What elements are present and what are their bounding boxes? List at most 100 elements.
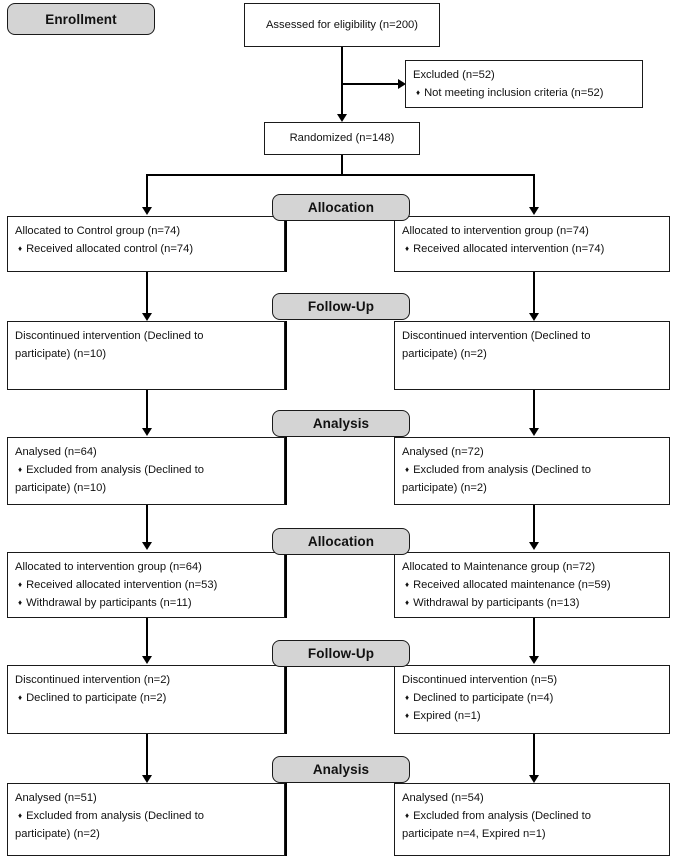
stage-label-allocation-2: Allocation [307,534,375,549]
arrow-assessed-to-randomized [337,114,347,122]
box-followup-2-left: Discontinued intervention (n=2) Declined… [7,665,285,734]
allocation-2-right-title: Allocated to Maintenance group (n=72) [402,561,596,573]
connector-split-right-down [533,174,535,208]
analysis-2-right-item1-line2: participate n=4, Expired n=1) [402,828,546,841]
connector-assessed-to-randomized [341,47,343,115]
box-followup-2-right: Discontinued intervention (n=5) Declined… [394,665,670,734]
stage-label-enrollment: Enrollment [45,11,117,27]
arrow-split-right [529,207,539,215]
allocation-2-left-item1: Received allocated intervention (n=53) [15,576,277,594]
box-excluded: Excluded (n=52) Not meeting inclusion cr… [405,60,643,108]
connector-randomized-down [341,155,343,175]
stage-badge-analysis-2: Analysis [272,756,410,783]
box-assessed-for-eligibility: Assessed for eligibility (n=200) [244,3,440,47]
allocation-1-left-item1: Received allocated control (n=74) [15,240,277,258]
stage-badge-allocation-1: Allocation [272,194,410,221]
arrow-alloc2-right-to-fu2 [529,656,539,664]
box-followup-1-right: Discontinued intervention (Declined to p… [394,321,670,390]
box-allocation-2-left: Allocated to intervention group (n=64) R… [7,552,285,618]
connector-alloc2-left-to-fu2 [146,618,148,656]
followup-2-right-item1: Declined to participate (n=4) [402,689,662,707]
analysis-2-left-item1-line1: Excluded from analysis (Declined to [15,807,277,825]
allocation-2-left-title: Allocated to intervention group (n=64) [15,561,202,573]
box-allocation-2-right: Allocated to Maintenance group (n=72) Re… [394,552,670,618]
arrow-split-left [142,207,152,215]
allocation-1-left-title: Allocated to Control group (n=74) [15,225,181,237]
box-analysis-1-left: Analysed (n=64) Excluded from analysis (… [7,437,285,505]
followup-2-right-item2: Expired (n=1) [402,707,662,725]
spine-analysis-2-left [285,783,287,856]
analysis-2-right-title: Analysed (n=54) [402,792,484,804]
box-analysis-2-right: Analysed (n=54) Excluded from analysis (… [394,783,670,856]
allocation-2-left-item2: Withdrawal by participants (n=11) [15,594,277,612]
analysis-1-right-item1-line1: Excluded from analysis (Declined to [402,461,662,479]
arrow-fu2-left-to-an2 [142,775,152,783]
arrow-alloc2-left-to-fu2 [142,656,152,664]
analysis-2-right-item1-line1: Excluded from analysis (Declined to [402,807,662,825]
arrow-an1-right-to-alloc2 [529,542,539,550]
spine-followup-1-left [285,321,287,390]
followup-1-left-line2: participate) (n=10) [15,348,107,361]
stage-label-followup-1: Follow-Up [307,299,375,314]
connector-fu1-right-to-an1 [533,390,535,428]
followup-1-left-line1: Discontinued intervention (Declined to [15,330,204,342]
allocation-1-right-item1: Received allocated intervention (n=74) [402,240,662,258]
analysis-1-left-item1-line1: Excluded from analysis (Declined to [15,461,277,479]
arrow-fu1-left-to-an1 [142,428,152,436]
stage-badge-followup-2: Follow-Up [272,640,410,667]
connector-assessed-to-excluded [342,83,400,85]
connector-fu2-left-to-an2 [146,734,148,776]
stage-badge-analysis-1: Analysis [272,410,410,437]
connector-alloc1-right-to-fu1 [533,272,535,314]
box-analysis-2-left: Analysed (n=51) Excluded from analysis (… [7,783,285,856]
analysis-2-left-title: Analysed (n=51) [15,792,97,804]
followup-2-left-item1: Declined to participate (n=2) [15,689,277,707]
allocation-2-right-item1: Received allocated maintenance (n=59) [402,576,662,594]
spine-analysis-1-left [285,437,287,505]
box-analysis-1-right: Analysed (n=72) Excluded from analysis (… [394,437,670,505]
connector-split-left-down [146,174,148,208]
arrow-alloc1-left-to-fu1 [142,313,152,321]
allocation-2-right-item2: Withdrawal by participants (n=13) [402,594,662,612]
box-followup-1-left: Discontinued intervention (Declined to p… [7,321,285,390]
analysis-1-left-item1-line2: participate) (n=10) [15,482,107,495]
arrow-fu2-right-to-an2 [529,775,539,783]
analysis-1-right-title: Analysed (n=72) [402,446,484,458]
followup-2-right-title: Discontinued intervention (n=5) [402,674,558,686]
spine-followup-2-left [285,667,287,734]
spine-allocation-2-left [285,555,287,618]
stage-label-analysis-2: Analysis [312,762,370,777]
arrow-fu1-right-to-an1 [529,428,539,436]
stage-label-analysis-1: Analysis [312,416,370,431]
box-allocation-1-left: Allocated to Control group (n=74) Receiv… [7,216,285,272]
followup-2-left-title: Discontinued intervention (n=2) [15,674,171,686]
connector-an1-left-to-alloc2 [146,505,148,543]
box-randomized: Randomized (n=148) [264,122,420,155]
excluded-title: Excluded (n=52) [413,69,495,81]
connector-alloc2-right-to-fu2 [533,618,535,656]
analysis-2-left-item1-line2: participate) (n=2) [15,828,100,841]
stage-badge-allocation-2: Allocation [272,528,410,555]
analysis-1-right-item1-line2: participate) (n=2) [402,482,487,495]
connector-fu1-left-to-an1 [146,390,148,428]
connector-fu2-right-to-an2 [533,734,535,776]
randomized-text: Randomized (n=148) [289,132,395,145]
followup-1-right-line1: Discontinued intervention (Declined to [402,330,591,342]
excluded-reason: Not meeting inclusion criteria (n=52) [413,84,635,102]
connector-randomized-split [147,174,535,176]
followup-1-right-line2: participate) (n=2) [402,348,487,361]
spine-allocation-1 [285,220,287,272]
box-allocation-1-right: Allocated to intervention group (n=74) R… [394,216,670,272]
assessed-text: Assessed for eligibility (n=200) [265,18,419,31]
analysis-1-left-title: Analysed (n=64) [15,446,97,458]
connector-alloc1-left-to-fu1 [146,272,148,314]
stage-badge-enrollment: Enrollment [7,3,155,35]
allocation-1-right-title: Allocated to intervention group (n=74) [402,225,589,237]
arrow-an1-left-to-alloc2 [142,542,152,550]
arrow-assessed-to-excluded [398,79,406,89]
arrow-alloc1-right-to-fu1 [529,313,539,321]
stage-label-followup-2: Follow-Up [307,646,375,661]
stage-badge-followup-1: Follow-Up [272,293,410,320]
stage-label-allocation-1: Allocation [307,200,375,215]
